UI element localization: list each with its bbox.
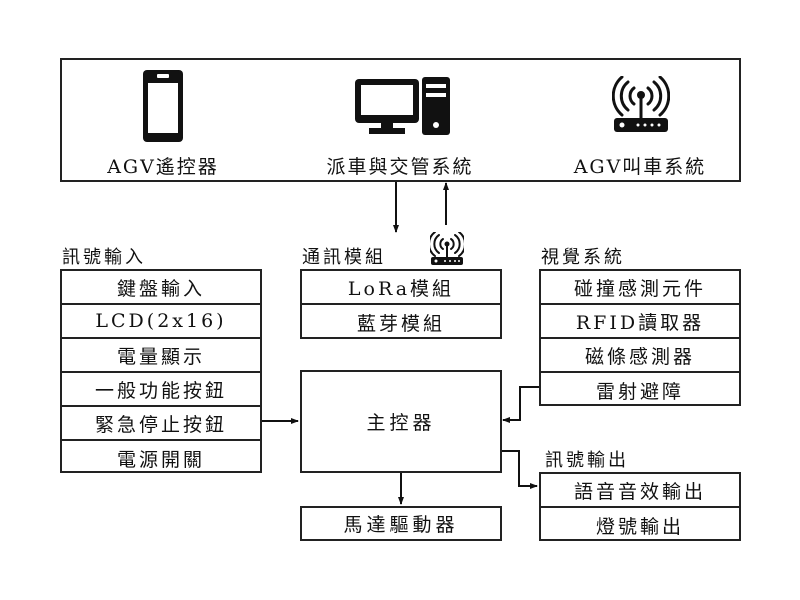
signal-input-list: 鍵盤輸入 LCD(2x16) 電量顯示 一般功能按鈕 緊急停止按鈕 電源開關 <box>60 269 262 473</box>
signal-output-item: 燈號輸出 <box>595 515 684 538</box>
motor-driver-box: 馬達驅動器 <box>300 506 502 541</box>
main-controller-box: 主控器 <box>300 370 502 473</box>
signal-input-item: 電源開關 <box>116 448 205 471</box>
signal-output-list: 語音音效輸出 燈號輸出 <box>539 472 741 541</box>
signal-input-item: 緊急停止按鈕 <box>62 407 260 441</box>
comm-wireless-router-icon <box>430 232 464 265</box>
vision-system-item: 雷射避障 <box>595 380 684 403</box>
agv-call-system-label: AGV叫車系統 <box>573 156 707 178</box>
arrow-vision-to-controller <box>502 386 539 423</box>
arrow-controller-to-output <box>502 450 538 489</box>
motor-driver-label: 馬達驅動器 <box>343 514 459 536</box>
main-controller-label: 主控器 <box>366 412 436 434</box>
signal-input-item: 電量顯示 <box>62 339 260 373</box>
signal-input-item: 一般功能按鈕 <box>62 373 260 407</box>
vision-system-item: RFID讀取器 <box>541 305 739 339</box>
vision-system-title: 視覺系統 <box>541 247 625 268</box>
vision-system-item: 碰撞感測元件 <box>541 271 739 305</box>
signal-output-title: 訊號輸出 <box>545 450 629 471</box>
signal-output-item: 語音音效輸出 <box>541 474 739 508</box>
comm-module-item: 藍芽模組 <box>356 312 445 335</box>
smartphone-icon <box>143 70 183 142</box>
comm-module-item: LoRa模組 <box>302 271 500 305</box>
agv-remote-label: AGV遙控器 <box>107 156 219 178</box>
comm-module-title: 通訊模組 <box>302 247 386 268</box>
signal-input-title: 訊號輸入 <box>62 247 146 268</box>
vision-system-item: 磁條感測器 <box>541 339 739 373</box>
wireless-router-icon <box>612 76 670 132</box>
signal-input-item: 鍵盤輸入 <box>62 271 260 305</box>
signal-input-item: LCD(2x16) <box>62 305 260 339</box>
dispatch-traffic-system-label: 派車與交管系統 <box>326 156 474 178</box>
comm-module-list: LoRa模組 藍芽模組 <box>300 269 502 339</box>
vision-system-list: 碰撞感測元件 RFID讀取器 磁條感測器 雷射避障 <box>539 269 741 406</box>
desktop-computer-icon <box>355 77 450 135</box>
